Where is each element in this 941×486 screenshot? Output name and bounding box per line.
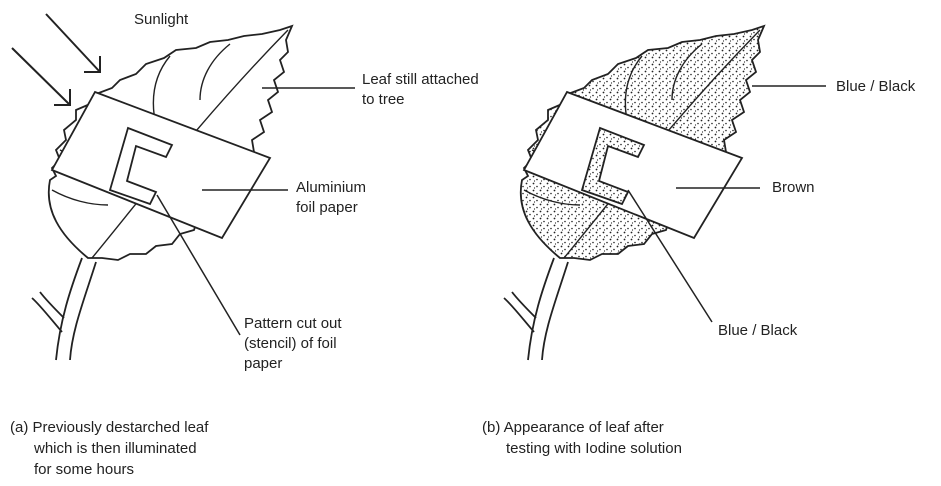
figure-b: Blue / Black Brown Blue / Black (b) Appe… [482, 26, 916, 457]
leaf-stem [32, 258, 96, 360]
stencil-label-b: Blue / Black [718, 322, 798, 339]
leaf-label: Leaf still attached to tree [362, 71, 483, 108]
stencil-label: Pattern cut out (stencil) of foil paper [244, 315, 346, 372]
sunlight-arrows [12, 14, 100, 105]
leaf-stem-b [504, 258, 568, 360]
brown-label: Brown [772, 179, 815, 196]
caption-a: (a) Previously destarched leaf which is … [10, 419, 213, 478]
top-label-b: Blue / Black [836, 78, 916, 95]
figure-a: Sunlight Leaf still attac [10, 11, 483, 478]
caption-b: (b) Appearance of leaf after testing wit… [482, 419, 682, 457]
sunlight-label: Sunlight [134, 11, 189, 28]
foil-label: Aluminium foil paper [296, 179, 370, 216]
